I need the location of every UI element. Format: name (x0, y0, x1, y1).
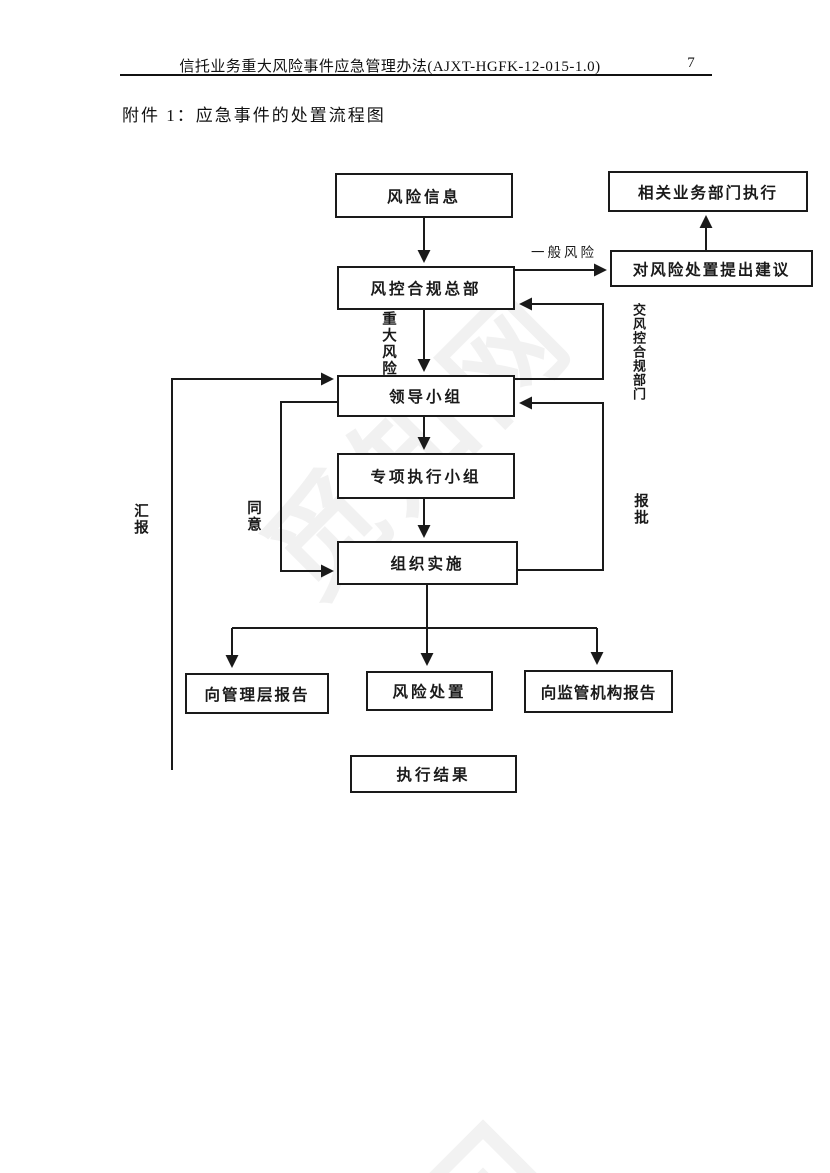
edge-label-approval: 报批 (632, 493, 648, 526)
node-report-to-management: 向管理层报告 (185, 673, 329, 714)
arrow-leadinggroup-to-riskcontrol (515, 297, 604, 380)
node-organize-implementation: 组织实施 (337, 541, 518, 585)
node-risk-control-hq: 风控合规总部 (337, 266, 515, 310)
edge-label-agree: 同意 (245, 500, 261, 533)
node-risk-disposal-suggestion: 对风险处置提出建议 (610, 250, 813, 287)
header-rule (120, 74, 712, 76)
node-risk-info: 风险信息 (335, 173, 513, 218)
node-leading-group: 领导小组 (337, 375, 515, 417)
header-page-number: 7 (687, 55, 695, 71)
arrow-report-line-to-leadinggroup (171, 372, 334, 770)
node-execution-result: 执行结果 (350, 755, 517, 793)
arrow-approval-implementation-to-leadinggroup (518, 396, 604, 571)
arrow-agree-loop-to-implementation (280, 401, 337, 578)
node-special-execution-team: 专项执行小组 (337, 453, 515, 499)
node-report-to-regulator: 向监管机构报告 (524, 670, 673, 713)
edge-label-major-risk: 重大风险 (380, 311, 396, 377)
node-risk-disposal: 风险处置 (366, 671, 493, 711)
header-title: 信托业务重大风险事件应急管理办法(AJXT-HGFK-12-015-1.0) (179, 59, 601, 75)
attachment-title: 附件 1：应急事件的处置流程图 (122, 106, 386, 125)
node-related-dept-execute: 相关业务部门执行 (608, 171, 808, 212)
edge-label-general-risk: 一般风险 (531, 245, 597, 260)
edge-label-report: 汇报 (132, 503, 148, 536)
edge-label-submit-risk-control-dept: 交风控合规部门 (631, 303, 646, 401)
